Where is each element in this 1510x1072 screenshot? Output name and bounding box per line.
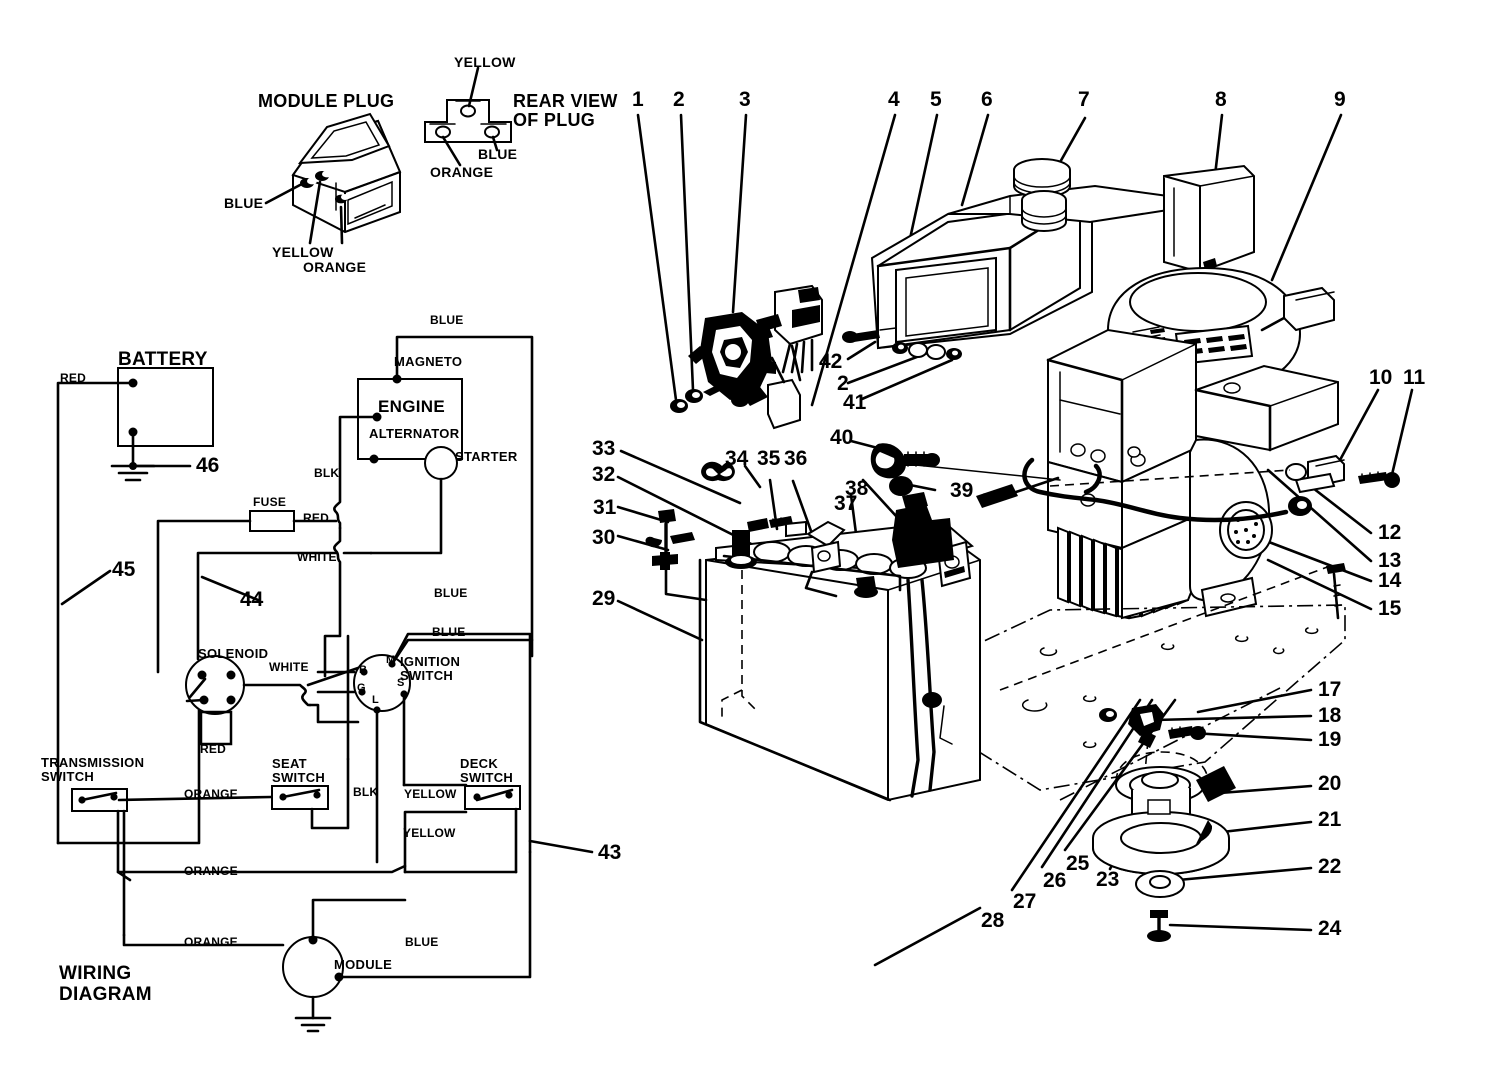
wiring-battery-label: BATTERY <box>118 349 208 370</box>
rear-view-label-blue: BLUE <box>478 146 518 162</box>
callout-13: 13 <box>1378 549 1402 572</box>
exploded-parts-artwork <box>645 158 1400 942</box>
wiring-transmission-switch-label: TRANSMISSION SWITCH <box>41 755 145 785</box>
module-plug-label-orange: ORANGE <box>303 259 367 275</box>
callout-5: 5 <box>930 88 942 111</box>
ignition-terminal-l: L <box>372 694 380 706</box>
wiring-fuse-label: FUSE <box>253 495 287 509</box>
wiring-magneto-label: MAGNETO <box>394 354 463 369</box>
callout-9: 9 <box>1334 88 1346 111</box>
wire-label-blk-seat: BLK <box>353 785 379 799</box>
callout-34: 34 <box>725 447 749 470</box>
callout-43: 43 <box>598 841 622 864</box>
callout-44: 44 <box>240 588 264 611</box>
callout-2-lower: 2 <box>837 372 849 395</box>
callout-21: 21 <box>1318 808 1342 831</box>
callout-31: 31 <box>593 496 617 519</box>
callout-11: 11 <box>1403 366 1426 389</box>
wiring-diagram-title: WIRING DIAGRAM <box>59 963 152 1005</box>
ignition-terminal-b: B <box>359 664 368 676</box>
callout-32: 32 <box>592 463 616 486</box>
wiring-starter-label: STARTER <box>455 449 518 464</box>
ignition-terminal-g: G <box>357 682 366 694</box>
callout-10: 10 <box>1369 366 1393 389</box>
callout-45: 45 <box>112 558 136 581</box>
callout-19: 19 <box>1318 728 1342 751</box>
wire-label-blue-top: BLUE <box>430 313 464 327</box>
wiring-deck-switch-label: DECK SWITCH <box>460 756 514 786</box>
callout-25: 25 <box>1066 852 1090 875</box>
callout-41: 41 <box>843 391 867 414</box>
wire-label-blue-module: BLUE <box>405 935 439 949</box>
wire-label-blue-mid: BLUE <box>434 586 468 600</box>
callout-17: 17 <box>1318 678 1342 701</box>
wire-label-blk-alternator: BLK <box>314 466 340 480</box>
callout-3: 3 <box>739 88 751 111</box>
wire-label-red-battery: RED <box>60 371 86 385</box>
callout-6: 6 <box>981 88 993 111</box>
callout-39: 39 <box>950 479 974 502</box>
callout-26: 26 <box>1043 869 1067 892</box>
callout-18: 18 <box>1318 704 1342 727</box>
wiring-alternator-label: ALTERNATOR <box>369 426 460 441</box>
wiring-solenoid-label: SOLENOID <box>198 646 269 661</box>
ignition-terminal-s: S <box>397 677 405 689</box>
callout-22: 22 <box>1318 855 1342 878</box>
wiring-engine-label: ENGINE <box>378 397 445 416</box>
module-plug-label-blue: BLUE <box>224 195 264 211</box>
wire-label-yellow-1: YELLOW <box>404 787 457 801</box>
callout-38: 38 <box>845 477 869 500</box>
wire-label-white-solenoid: WHITE <box>269 660 309 674</box>
callout-14: 14 <box>1378 569 1402 592</box>
callout-30: 30 <box>592 526 616 549</box>
wire-label-white-1: WHITE <box>297 550 337 564</box>
callout-28: 28 <box>981 909 1005 932</box>
wire-label-orange-1: ORANGE <box>184 787 238 801</box>
callout-42: 42 <box>819 350 843 373</box>
wiring-seat-switch-label: SEAT SWITCH <box>272 756 326 786</box>
wire-label-red-solenoid: RED <box>200 742 226 756</box>
module-plug-label-yellow: YELLOW <box>272 244 334 260</box>
callout-1: 1 <box>632 88 644 111</box>
module-plug-illustration <box>264 66 512 245</box>
callout-7: 7 <box>1078 88 1090 111</box>
rear-view-title: REAR VIEW OF PLUG <box>513 91 618 131</box>
rear-view-label-orange: ORANGE <box>430 164 494 180</box>
callout-12: 12 <box>1378 521 1402 544</box>
module-plug-title: MODULE PLUG <box>258 91 395 111</box>
ignition-terminal-m: M <box>386 654 396 666</box>
callout-8: 8 <box>1215 88 1227 111</box>
callout-33: 33 <box>592 437 616 460</box>
wire-label-yellow-2: YELLOW <box>403 826 456 840</box>
callout-27: 27 <box>1013 890 1037 913</box>
wiring-diagram-artwork <box>56 335 594 1033</box>
rear-view-label-yellow: YELLOW <box>454 54 516 70</box>
callout-15: 15 <box>1378 597 1402 620</box>
callout-40: 40 <box>830 426 854 449</box>
wire-label-blue-ignition: BLUE <box>432 625 466 639</box>
wire-label-orange-2: ORANGE <box>184 864 238 878</box>
callout-46: 46 <box>196 454 220 477</box>
callout-36: 36 <box>784 447 808 470</box>
wire-label-orange-3: ORANGE <box>184 935 238 949</box>
callout-2: 2 <box>673 88 685 111</box>
callout-4: 4 <box>888 88 900 111</box>
callout-24: 24 <box>1318 917 1342 940</box>
wiring-module-label: MODULE <box>334 957 393 972</box>
callout-37: 37 <box>834 492 858 515</box>
callout-29: 29 <box>592 587 616 610</box>
wire-label-red-fuse: RED <box>303 511 329 525</box>
callout-20: 20 <box>1318 772 1342 795</box>
callout-23: 23 <box>1096 868 1120 891</box>
callout-35: 35 <box>757 447 781 470</box>
wiring-ignition-switch-label: IGNITION SWITCH <box>400 654 461 684</box>
